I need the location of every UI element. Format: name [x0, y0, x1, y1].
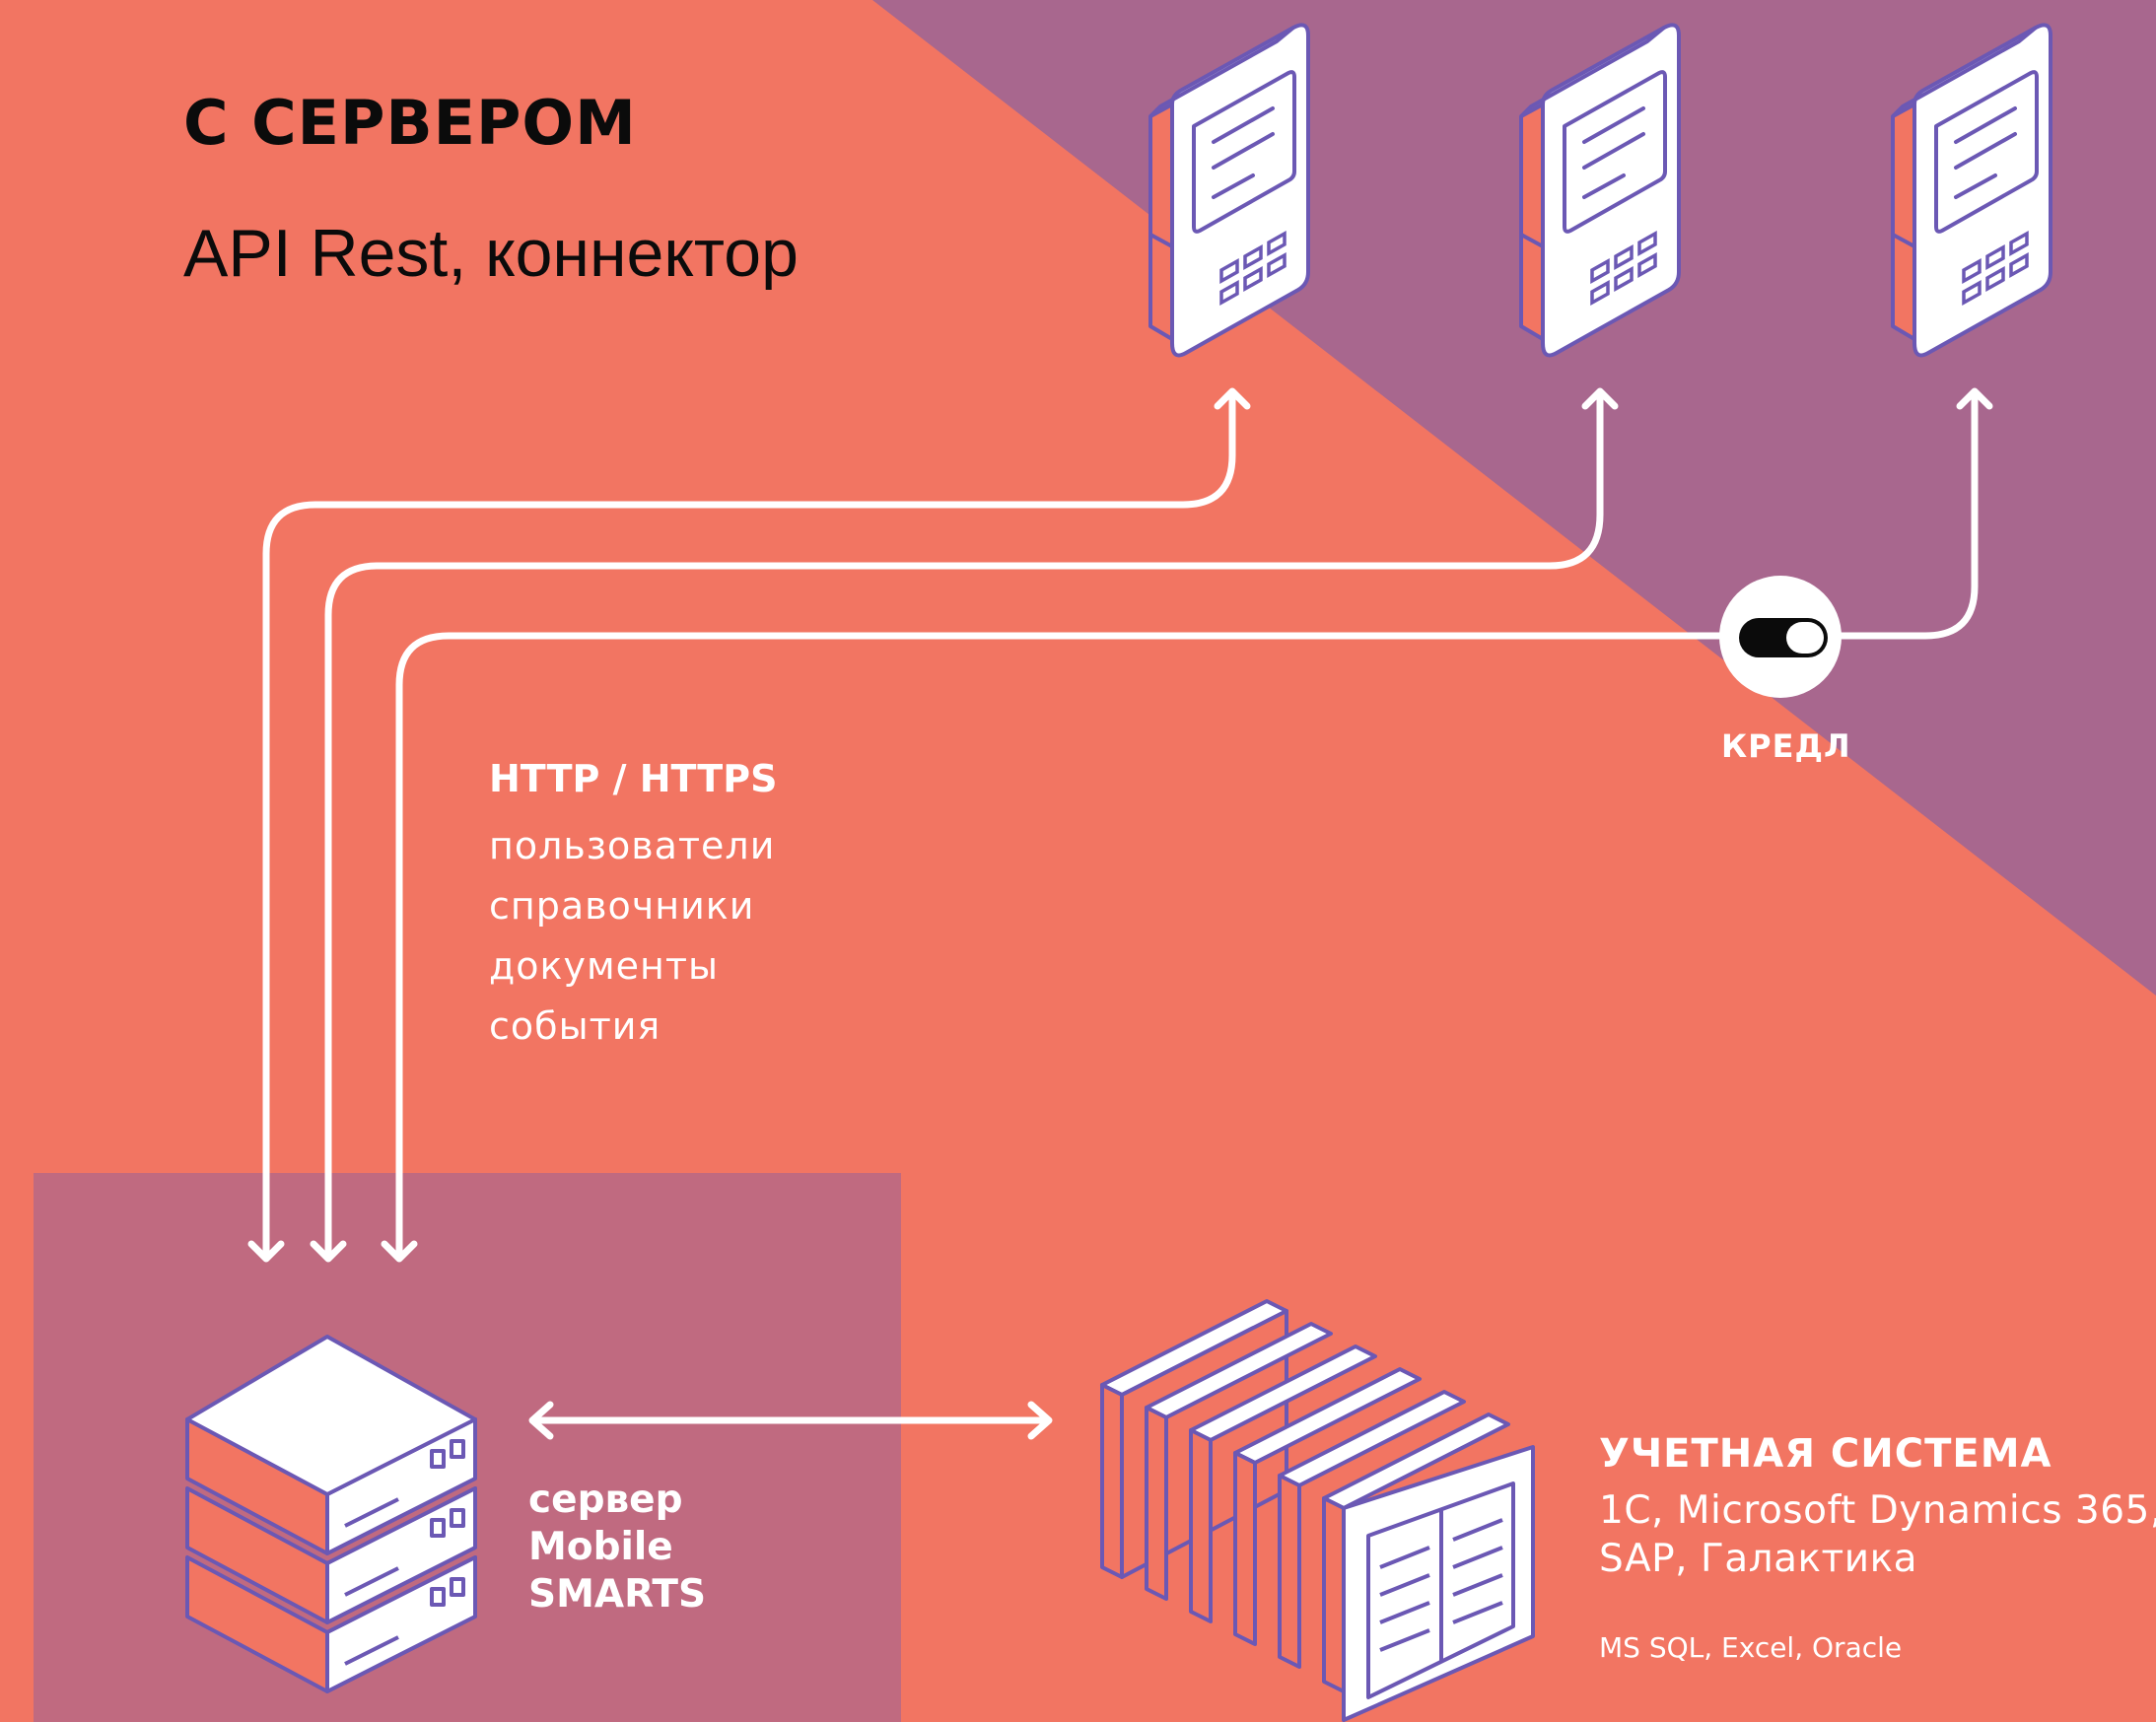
cradle-label: КРЕДЛ [1721, 727, 1851, 765]
accounting-title: УЧЕТНАЯ СИСТЕМА [1599, 1431, 2052, 1477]
server-label-line: Mobile [528, 1525, 673, 1569]
binders-icon [1100, 1299, 1535, 1722]
sync-arrow-left-head [528, 1401, 554, 1440]
arrow-head-down-3 [381, 1240, 418, 1263]
accounting-systems: 1C, Microsoft Dynamics 365, SAP, Галакти… [1599, 1486, 2156, 1583]
sync-arrow-right-head [1027, 1401, 1053, 1440]
arrow-head-up-2 [1581, 387, 1619, 410]
accounting-databases: MS SQL, Excel, Oracle [1599, 1631, 1903, 1664]
protocol-data-list: пользователи справочники документы событ… [489, 816, 775, 1057]
arrow-head-up-1 [1214, 387, 1251, 410]
connection-line-2 [324, 390, 1604, 1261]
connection-line-1 [262, 390, 1236, 1261]
protocol-title: HTTP / HTTPS [489, 757, 778, 800]
arrow-head-down-1 [247, 1240, 285, 1263]
accounting-system-line: SAP, Галактика [1599, 1537, 1918, 1581]
list-item: документы [489, 944, 719, 988]
page-subtitle: API Rest, коннектор [183, 216, 799, 291]
arrow-head-up-3 [1956, 387, 1993, 410]
page-title: С СЕРВЕРОМ [183, 87, 637, 159]
wifi-icon [1719, 576, 1842, 698]
server-stack [185, 1335, 477, 1693]
arrow-head-down-2 [310, 1240, 347, 1263]
list-item: события [489, 1004, 661, 1048]
list-item: справочники [489, 884, 755, 928]
server-label-line: сервер [528, 1478, 683, 1522]
server-label: сервер Mobile SMARTS [528, 1477, 706, 1619]
server-label-line: SMARTS [528, 1572, 707, 1617]
connection-line-3 [395, 390, 1979, 1261]
list-item: пользователи [489, 824, 776, 867]
accounting-system-line: 1C, Microsoft Dynamics 365, [1599, 1488, 2156, 1533]
